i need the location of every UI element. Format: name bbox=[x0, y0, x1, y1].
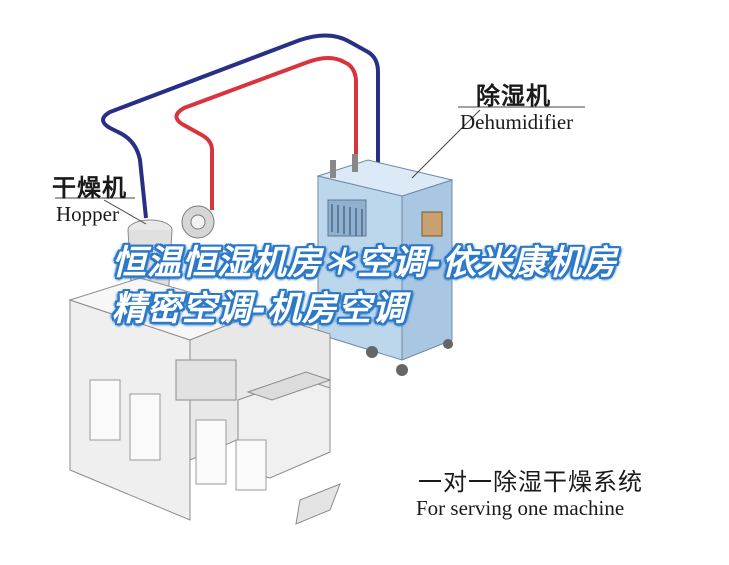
dehumidifier-label-en: Dehumidifier bbox=[460, 110, 574, 134]
system-label-en: For serving one machine bbox=[416, 496, 625, 520]
system-label-cn: 一对一除湿干燥系统 bbox=[418, 468, 643, 496]
dehumidifier-label-cn: 除湿机 bbox=[476, 82, 551, 110]
dehumidifier-unit bbox=[316, 154, 454, 376]
red-pipe bbox=[174, 56, 358, 210]
hopper-label-cn: 干燥机 bbox=[52, 174, 127, 202]
blue-pipe bbox=[101, 33, 380, 219]
hopper-label-en: Hopper bbox=[56, 202, 119, 226]
hopper-leader bbox=[103, 199, 147, 225]
dehumidifier-leader bbox=[411, 109, 481, 179]
machine-body bbox=[68, 277, 341, 525]
overlay-title: 恒温恒湿机房＊空调-依米康机房精密空调-机房空调 bbox=[112, 243, 618, 329]
